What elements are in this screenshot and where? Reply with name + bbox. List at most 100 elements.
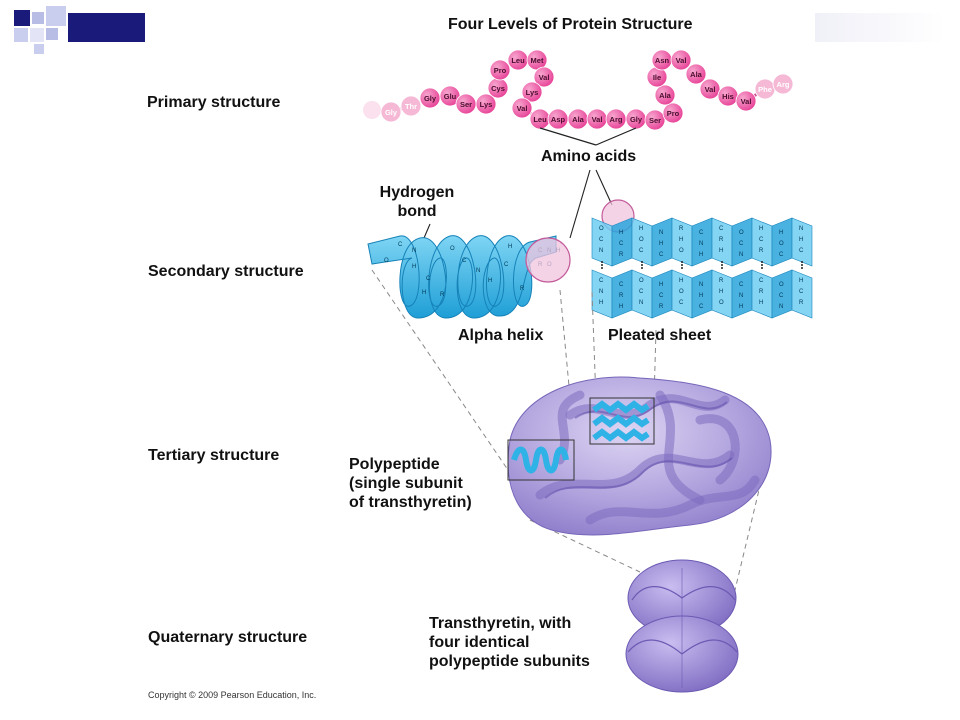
amino-acid-label: Met <box>531 56 544 65</box>
alpha-helix-ribbon <box>367 235 557 319</box>
sheet-atom: H <box>799 278 803 284</box>
amino-acids-label: Amino acids <box>541 148 637 165</box>
sheet-atom: N <box>699 241 703 247</box>
amino-acids-pointer <box>539 127 637 146</box>
sheet-strand-panel <box>791 269 813 319</box>
helix-atom: C <box>462 258 467 264</box>
sheet-atom: C <box>599 278 604 284</box>
sheet-atom: R <box>759 248 764 254</box>
amino-acid-label: Ala <box>572 115 585 124</box>
hydrogen-bond-dot <box>721 261 723 263</box>
deco-square <box>14 28 28 42</box>
sheet-atom: O <box>639 237 644 243</box>
sheet-atom: C <box>639 289 644 295</box>
deco-square <box>32 12 44 24</box>
hydrogen-bond-label: Hydrogen bond <box>379 184 455 220</box>
sheet-atom: N <box>639 300 643 306</box>
sheet-atom: O <box>599 226 604 232</box>
sheet-atom: C <box>739 282 744 288</box>
sheet-atom: C <box>719 226 724 232</box>
amino-acid-label: Leu <box>533 115 547 124</box>
hydrogen-bond-dot <box>601 264 603 266</box>
tertiary-structure-label: Tertiary structure <box>148 447 280 464</box>
sheet-atom: H <box>619 304 623 310</box>
amino-acid-bead <box>475 93 497 115</box>
tertiary-helix-box <box>507 439 575 481</box>
hydrogen-bond-dot <box>801 267 803 269</box>
hydrogen-bond-dot <box>641 267 643 269</box>
helix-atom: O <box>450 246 455 252</box>
amino-acid-bead <box>670 49 692 71</box>
amino-acid-bead <box>380 101 402 123</box>
amino-acid-label: Val <box>592 115 603 124</box>
hydrogen-bond-dot <box>721 264 723 266</box>
sheet-atom: H <box>619 230 623 236</box>
sheet-atom: O <box>639 278 644 284</box>
sheet-atom: C <box>759 278 764 284</box>
transthyretin-label: Transthyretin, with four identical polyp… <box>429 615 590 670</box>
sheet-atom: C <box>739 241 744 247</box>
hydrogen-bond-dot <box>761 261 763 263</box>
helix-atom: R <box>520 286 525 292</box>
hydrogen-bond-dot <box>601 261 603 263</box>
sheet-atom: H <box>679 237 683 243</box>
secondary-pointer-lines <box>423 169 613 239</box>
helix-atom: N <box>412 248 416 254</box>
sheet-atom: H <box>659 241 663 247</box>
sheet-atom: H <box>719 248 723 254</box>
pleated-sheet: OCNHCRHOCNHCRHOCNHCRHOCNHCRHOCNHCCNHCRHO… <box>591 217 813 319</box>
sheet-atom: O <box>739 230 744 236</box>
quaternary-transthyretin <box>625 559 739 693</box>
sheet-atom: H <box>759 226 763 232</box>
helix-atom: C <box>398 242 403 248</box>
deco-bar <box>68 13 145 42</box>
amino-acid-label: Pro <box>667 109 680 118</box>
amino-acid-label: Thr <box>405 102 417 111</box>
amino-acid-label: Gly <box>385 108 398 117</box>
copyright-notice: Copyright © 2009 Pearson Education, Inc. <box>148 690 317 700</box>
sheet-atom: O <box>679 289 684 295</box>
sheet-atom: H <box>759 300 763 306</box>
amino-acid-label: Ala <box>690 70 703 79</box>
hydrogen-bond-dot <box>801 264 803 266</box>
amino-acid-label: Lys <box>480 100 493 109</box>
sheet-atom: C <box>659 252 664 258</box>
sheet-atom: C <box>619 241 624 247</box>
helix-atom: C <box>426 276 431 282</box>
amino-acid-bead <box>533 66 555 88</box>
sheet-strand-panel <box>791 217 813 267</box>
sheet-atom: C <box>699 230 704 236</box>
deco-square <box>46 6 66 26</box>
amino-acid-label: Glu <box>444 92 457 101</box>
amino-acid-label: Val <box>539 73 550 82</box>
helix-atom: H <box>508 244 512 250</box>
deco-square <box>46 28 58 40</box>
sheet-atom: O <box>779 282 784 288</box>
helix-magnify-circle <box>525 237 571 283</box>
hydrogen-bond-dot <box>641 261 643 263</box>
hydrogen-bond-dot <box>761 267 763 269</box>
helix-atom: R <box>440 292 445 298</box>
amino-acid-bead <box>400 95 422 117</box>
amino-acid-label: His <box>722 92 734 101</box>
hydrogen-bond-dot <box>681 261 683 263</box>
amino-acid-label: Asp <box>551 115 566 124</box>
amino-acid-bead <box>644 109 666 131</box>
amino-acid-label: Cys <box>491 84 505 93</box>
amino-acid-label: Lys <box>526 88 539 97</box>
sheet-atom: H <box>779 230 783 236</box>
amino-acid-bead <box>654 84 676 106</box>
sheet-atom: H <box>699 293 703 299</box>
amino-acid-bead <box>772 73 794 95</box>
amino-acid-bead <box>489 59 511 81</box>
sheet-atom: N <box>599 248 603 254</box>
hydrogen-bond-dot <box>801 261 803 263</box>
amino-acid-label: Gly <box>424 94 437 103</box>
amino-acid-label: Gly <box>630 115 643 124</box>
amino-acid-label: Val <box>705 85 716 94</box>
deco-bar-right <box>815 13 945 42</box>
sheet-atom: N <box>699 282 703 288</box>
page-title: Four Levels of Protein Structure <box>448 16 693 33</box>
hydrogen-bond-dot <box>681 264 683 266</box>
